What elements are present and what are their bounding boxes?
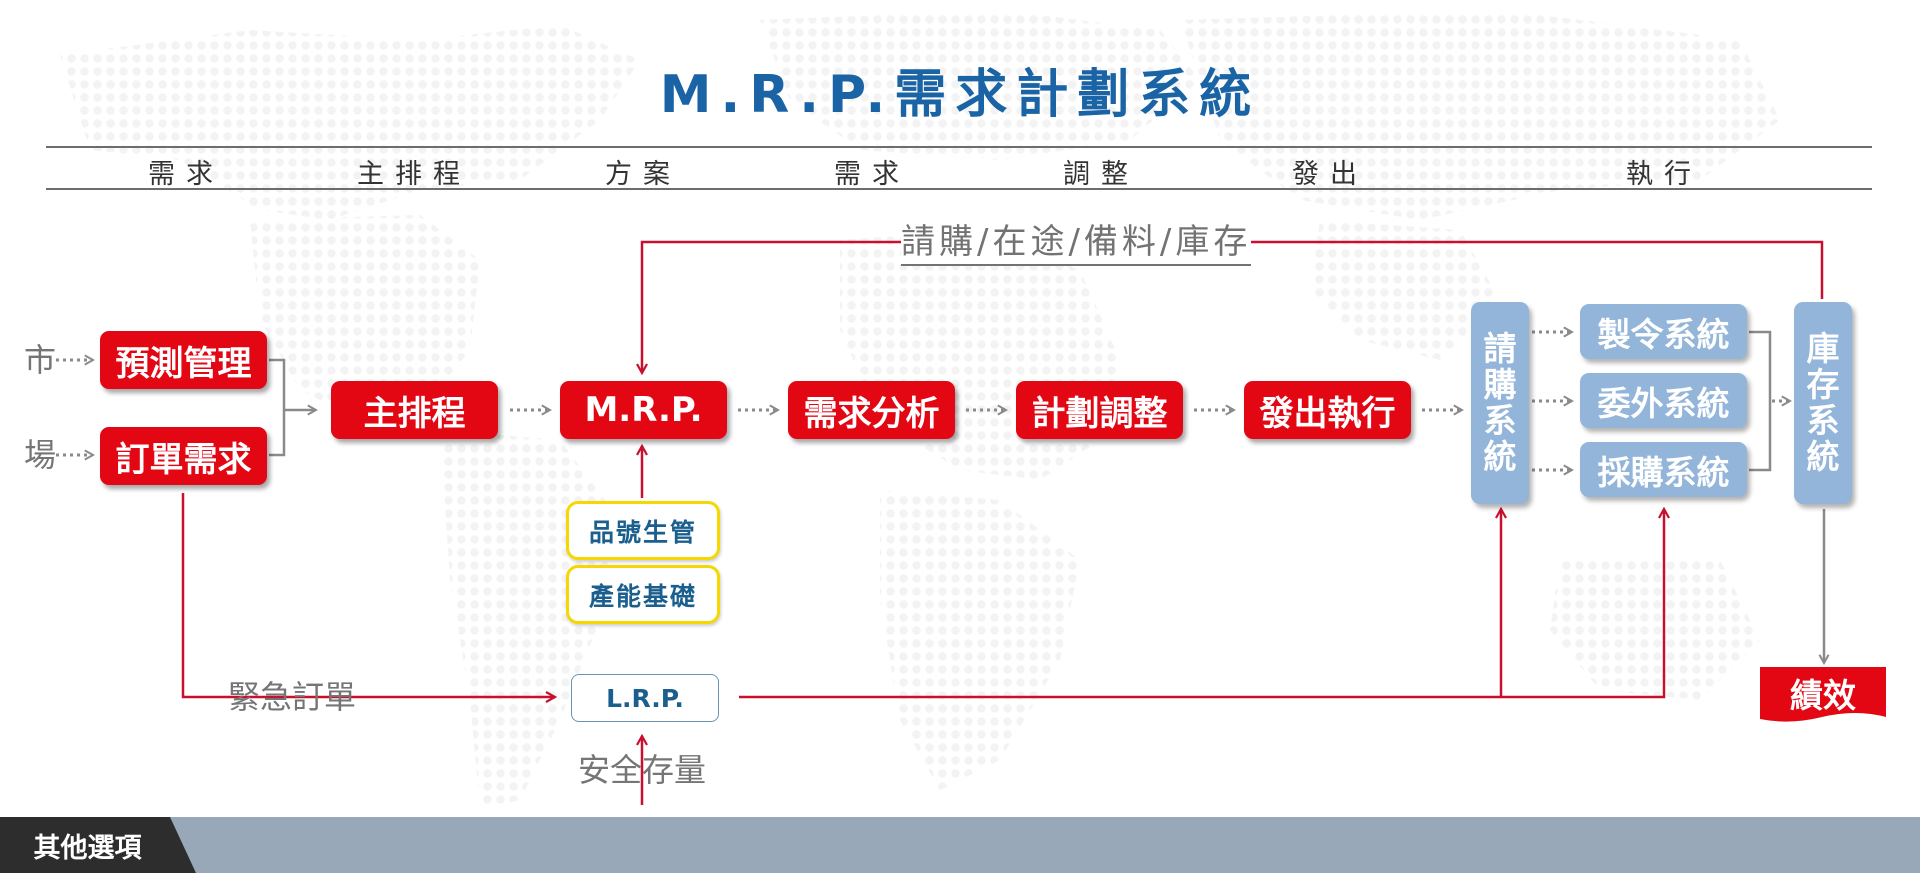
inventory-system-node[interactable]: 庫 存 系 統 — [1794, 302, 1852, 504]
header-rule-top — [46, 146, 1872, 148]
market-char-2: 場 — [24, 436, 57, 474]
outsourcing-system-node[interactable]: 委外系統 — [1580, 373, 1747, 428]
stage-label-2: 主排程 — [357, 159, 471, 190]
inventory-char-4: 統 — [1806, 437, 1840, 476]
stage-label-7: 執行 — [1626, 159, 1702, 190]
stage-label-1: 需求 — [148, 159, 224, 190]
gray-dotted-arrows — [56, 332, 1790, 470]
inventory-char-3: 系 — [1806, 401, 1840, 440]
stage-label-3: 方案 — [605, 159, 681, 190]
urgent-order-label: 緊急訂單 — [228, 678, 357, 716]
demand-analysis-node[interactable]: 需求分析 — [788, 381, 955, 439]
performance-flag-shape — [1760, 667, 1886, 722]
gray-solid-connectors — [269, 330, 1824, 663]
stage-label-4: 需求 — [834, 159, 910, 190]
forecast-management-node[interactable]: 預測管理 — [100, 331, 267, 389]
purchase-request-char-4: 統 — [1483, 437, 1517, 476]
pending-stock-label: 請購/在途/備料/庫存 — [901, 222, 1252, 266]
purchase-request-char-2: 購 — [1483, 365, 1517, 404]
item-master-node[interactable]: 品號生管 — [566, 501, 720, 560]
inventory-char-1: 庫 — [1806, 329, 1840, 368]
lrp-node[interactable]: L.R.P. — [571, 674, 719, 722]
capacity-base-node[interactable]: 產能基礎 — [566, 565, 720, 624]
header-rule-bottom — [46, 188, 1872, 190]
purchase-request-char-3: 系 — [1483, 401, 1517, 440]
footer-bar — [0, 817, 1920, 873]
order-demand-node[interactable]: 訂單需求 — [100, 427, 267, 485]
footer-tab-shape — [0, 817, 196, 873]
purchase-request-system-node[interactable]: 請 購 系 統 — [1471, 302, 1529, 504]
page-title: M.R.P.需求計劃系統 — [659, 65, 1261, 125]
performance-node[interactable]: 績效 — [1790, 676, 1856, 715]
stage-label-6: 發出 — [1292, 159, 1368, 190]
issue-execution-node[interactable]: 發出執行 — [1244, 381, 1411, 439]
purchasing-system-node[interactable]: 採購系統 — [1580, 442, 1747, 497]
manufacturing-order-system-node[interactable]: 製令系統 — [1580, 304, 1747, 359]
plan-adjustment-node[interactable]: 計劃調整 — [1016, 381, 1183, 439]
stage-label-5: 調整 — [1063, 159, 1139, 190]
mrp-node[interactable]: M.R.P. — [560, 381, 727, 439]
safety-stock-label: 安全存量 — [578, 751, 707, 789]
purchase-request-char-1: 請 — [1483, 329, 1517, 368]
red-flow-lines — [181, 240, 1824, 805]
market-char-1: 市 — [24, 341, 57, 379]
inventory-char-2: 存 — [1806, 365, 1840, 404]
master-schedule-node[interactable]: 主排程 — [331, 381, 498, 439]
other-options-tab[interactable]: 其他選項 — [33, 832, 142, 864]
